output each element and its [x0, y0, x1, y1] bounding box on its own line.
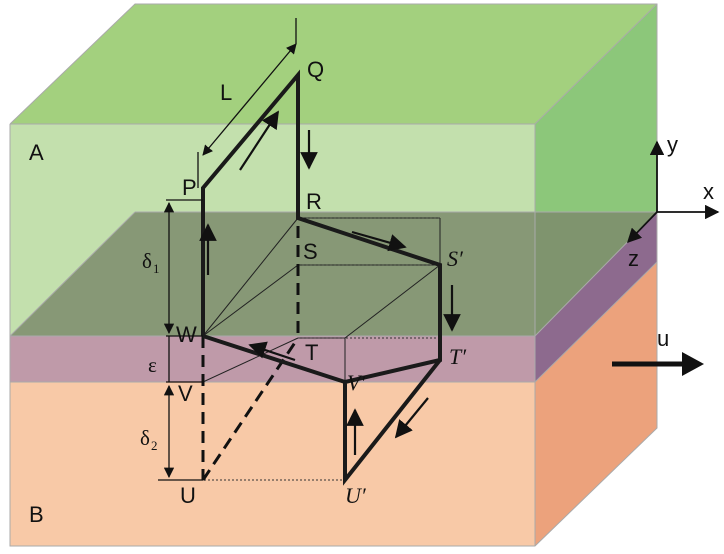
point-w-label: W: [176, 322, 197, 347]
delta2-dimension: [158, 384, 203, 481]
control-volume-dotted: [200, 217, 440, 481]
point-s-prime-label: S′: [447, 246, 464, 271]
point-v-label: V: [178, 381, 193, 406]
region-a-label: A: [29, 140, 44, 165]
delta2-subscript: 2: [151, 438, 158, 453]
point-u-prime-label: U′: [345, 483, 367, 508]
epsilon-dimension: [166, 336, 203, 383]
region-b-label: B: [29, 502, 44, 527]
coordinate-axes: [626, 140, 720, 244]
region-a-top-face: [10, 4, 657, 124]
point-v-prime-label: V′: [347, 370, 366, 395]
interface-side-strip: [535, 212, 657, 382]
delta1-subscript: 1: [153, 261, 160, 276]
point-u-label: U: [180, 483, 196, 508]
length-label: L: [220, 80, 232, 105]
delta2-symbol: δ: [140, 426, 150, 450]
point-t-prime-label: T′: [449, 344, 467, 369]
axis-x-label: x: [703, 179, 714, 204]
region-b-front-face: [10, 382, 535, 546]
delta1-symbol: δ: [142, 249, 152, 273]
point-q-label: Q: [307, 57, 324, 82]
axis-y-label: y: [667, 132, 678, 157]
velocity-label: u: [657, 326, 669, 351]
point-s-label: S: [303, 239, 318, 264]
epsilon-symbol: ε: [148, 353, 157, 377]
velocity-arrow: [612, 352, 704, 376]
axis-z-label: z: [628, 246, 639, 271]
length-dimension: [197, 18, 297, 188]
delta1-dimension: [163, 199, 203, 337]
point-t-label: T: [305, 340, 318, 365]
control-volume-wireframe: [202, 217, 441, 383]
point-p-label: P: [182, 175, 197, 200]
point-r-label: R: [306, 189, 322, 214]
region-b-side-face: [535, 262, 657, 546]
